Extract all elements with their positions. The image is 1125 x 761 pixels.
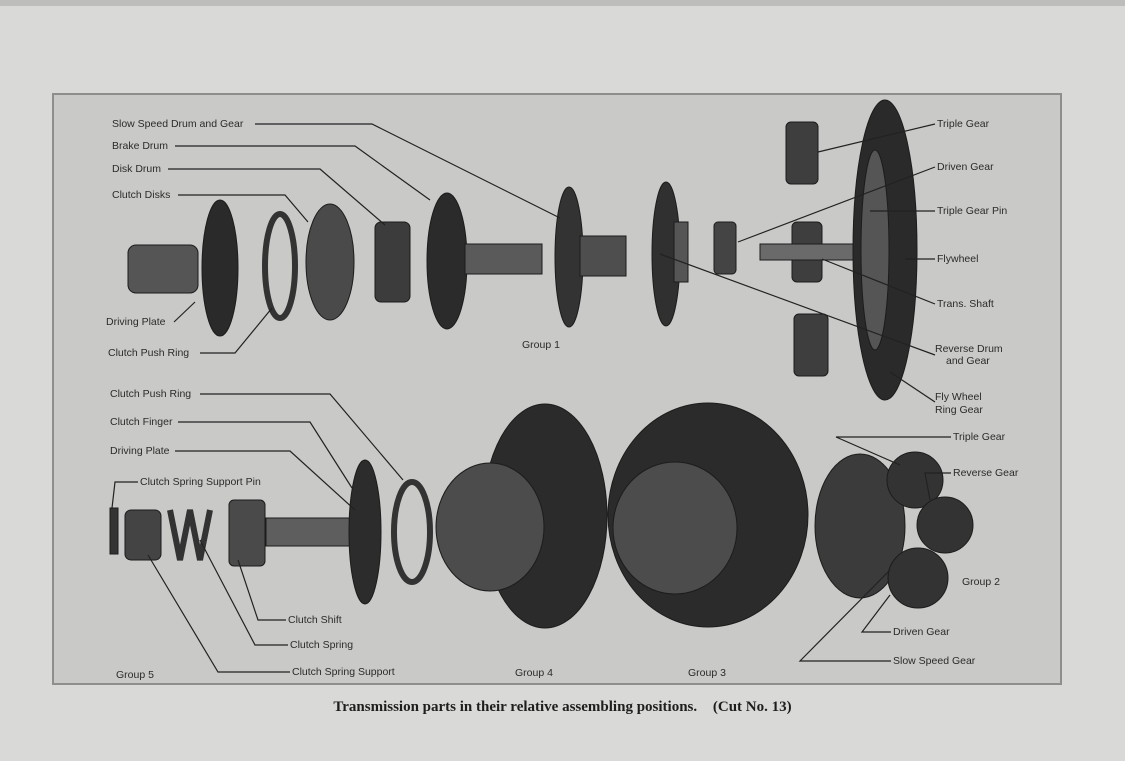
label-trans-shaft: Trans. Shaft	[937, 298, 994, 310]
slow-speed-drum	[554, 186, 584, 328]
label-flywheel: Flywheel	[937, 253, 979, 265]
disk-drum	[374, 221, 411, 303]
reverse-gear	[673, 221, 689, 283]
clutch-spring-support	[124, 509, 162, 561]
label-group-4: Group 4	[515, 667, 553, 679]
page-edge	[0, 0, 1125, 6]
label-brake-drum: Brake Drum	[112, 140, 169, 152]
caption-cut-number: (Cut No. 13)	[712, 699, 792, 715]
clutch-push-ring-lower	[391, 479, 433, 585]
triple-gear-top	[785, 121, 819, 185]
label-disk-drum: Disk Drum	[112, 163, 161, 175]
group3-drum	[612, 461, 738, 595]
label-triple-gear-lower: Triple Gear	[953, 431, 1006, 443]
group2-driven-gear	[887, 547, 949, 609]
group2-drum	[814, 453, 906, 599]
label-driven-gear: Driven Gear	[937, 161, 994, 173]
label-group-2: Group 2	[962, 576, 1000, 588]
label-clutch-disks: Clutch Disks	[112, 189, 171, 201]
group2-reverse-gear	[916, 496, 974, 554]
label-clutch-finger: Clutch Finger	[110, 416, 173, 428]
caption-text: Transmission parts in their relative ass…	[333, 699, 698, 715]
slow-speed-gear	[579, 235, 627, 277]
figure-caption: Transmission parts in their relative ass…	[0, 699, 1125, 716]
driven-gear	[713, 221, 737, 275]
label-reverse-drum-1: Reverse Drum	[935, 343, 1003, 355]
label-driving-plate-lower: Driving Plate	[110, 445, 170, 457]
clutch-shift	[228, 499, 266, 567]
leader-lines	[111, 123, 951, 673]
label-group-3: Group 3	[688, 667, 726, 679]
label-driven-gear-lower: Driven Gear	[893, 626, 950, 638]
label-clutch-shift: Clutch Shift	[288, 614, 342, 626]
clutch-push-ring	[262, 211, 298, 321]
brake-drum	[426, 192, 468, 330]
triple-gear-bottom	[793, 313, 829, 377]
label-slow-speed-gear: Slow Speed Gear	[893, 655, 976, 667]
label-reverse-drum-2: and Gear	[946, 355, 990, 367]
label-reverse-gear: Reverse Gear	[953, 467, 1019, 479]
group4-drum	[435, 462, 545, 592]
driving-plate-lower	[348, 459, 382, 605]
label-ring-gear-2: Ring Gear	[935, 404, 983, 416]
spring-support-pin	[109, 507, 119, 555]
brake-drum-shaft	[464, 243, 543, 275]
driving-plate-hub	[127, 244, 199, 294]
clutch-shaft	[265, 517, 362, 547]
driving-plate	[201, 199, 239, 337]
label-triple-gear-pin: Triple Gear Pin	[937, 205, 1008, 217]
label-slow-speed-drum: Slow Speed Drum and Gear	[112, 118, 244, 130]
label-clutch-push-ring-lower: Clutch Push Ring	[110, 388, 192, 400]
flywheel-face	[860, 149, 890, 351]
label-clutch-spring: Clutch Spring	[290, 639, 354, 651]
label-spring-support: Clutch Spring Support	[292, 666, 395, 678]
label-triple-gear: Triple Gear	[937, 118, 990, 130]
label-clutch-push-ring: Clutch Push Ring	[108, 347, 190, 359]
label-ring-gear-1: Fly Wheel	[935, 391, 982, 403]
clutch-spring	[167, 509, 213, 561]
label-spring-support-pin: Clutch Spring Support Pin	[140, 476, 261, 488]
label-group-1: Group 1	[522, 339, 560, 351]
label-driving-plate: Driving Plate	[106, 316, 166, 328]
clutch-disks	[305, 203, 355, 321]
label-group-5: Group 5	[116, 669, 154, 681]
